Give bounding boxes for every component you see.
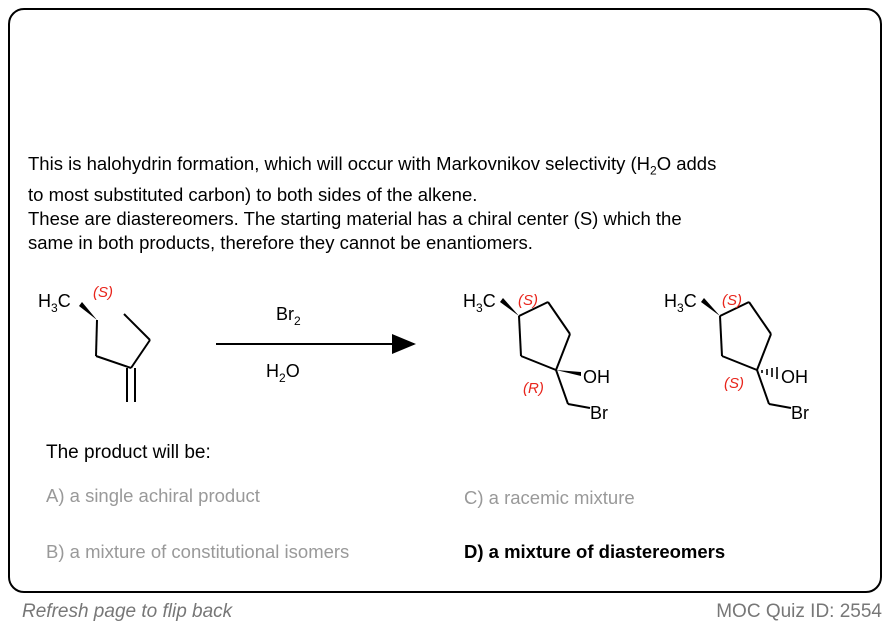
option-d-correct[interactable]: D) a mixture of diastereomers: [464, 541, 726, 562]
p1-methyl-label: H3C: [463, 291, 496, 315]
p1-oh: OH: [583, 367, 610, 387]
p2-br: Br: [791, 403, 809, 423]
p2-stereo-s-bottom: (S): [724, 375, 744, 392]
explanation-line-4: same in both products, therefore they ca…: [28, 231, 533, 253]
explanation-line-2: to most substituted carbon) to both side…: [28, 183, 478, 205]
flip-back-hint: Refresh page to flip back: [22, 601, 233, 622]
question-prompt: The product will be:: [46, 442, 211, 463]
quiz-card: [8, 8, 882, 593]
sm-stereo-s: (S): [93, 284, 113, 301]
explanation-text: This is halohydrin formation, which will…: [28, 152, 858, 255]
explanation-line-3: These are diastereomers. The starting ma…: [28, 207, 682, 229]
option-c[interactable]: C) a racemic mixture: [464, 487, 635, 508]
option-a[interactable]: A) a single achiral product: [46, 485, 260, 506]
reagent-bromine: Br2: [276, 304, 301, 328]
sm-methyl-label: H3C: [38, 291, 71, 315]
reagent-water: H2O: [266, 361, 300, 385]
p2-stereo-s-top: (S): [722, 292, 742, 309]
starting-material: H3C (S): [38, 284, 151, 402]
product-1: H3C (S) (R) OH Br: [463, 291, 610, 423]
p2-methyl-label: H3C: [664, 291, 697, 315]
product-2: H3C (S) (S) OH Br: [664, 291, 809, 423]
p2-oh: OH: [781, 367, 808, 387]
explanation-line-1: This is halohydrin formation, which will…: [28, 153, 717, 178]
p1-stereo-r: (R): [523, 380, 544, 397]
reaction-arrow: Br2 H2O: [216, 304, 416, 385]
p1-stereo-s: (S): [518, 292, 538, 309]
option-b[interactable]: B) a mixture of constitutional isomers: [46, 541, 350, 562]
quiz-id: MOC Quiz ID: 2554: [716, 601, 882, 622]
p1-br: Br: [590, 403, 608, 423]
